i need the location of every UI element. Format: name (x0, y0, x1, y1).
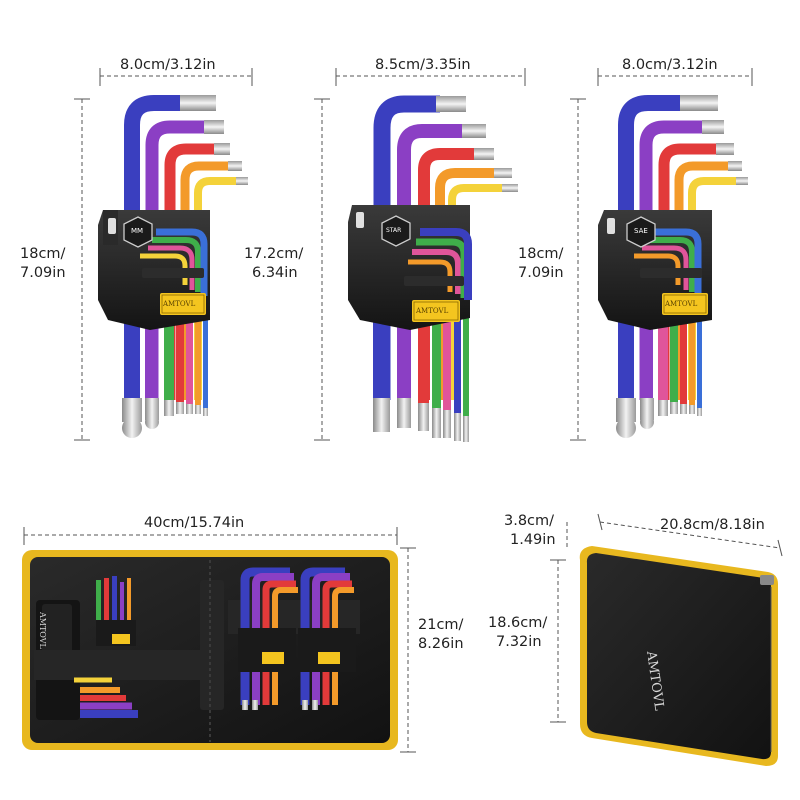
key-blue-long (124, 95, 216, 400)
brand-label (160, 293, 206, 315)
set3-height-label-line2: 7.09in (518, 265, 564, 281)
case-closed-height-label-line1: 18.6cm/ (488, 615, 548, 631)
key-yellow (194, 177, 248, 400)
key-red (658, 143, 734, 400)
case-open-height-label-line2: 8.26in (418, 636, 464, 652)
set2-width-label: 8.5cm/3.35in (375, 57, 471, 73)
hex-key-set-sae (598, 95, 748, 438)
mm-badge-icon (123, 216, 153, 248)
case-keys-left (74, 576, 138, 718)
mm-badge-text: MM (131, 227, 144, 235)
key-orange (435, 168, 512, 400)
key-red (164, 143, 230, 400)
closed-case (579, 546, 778, 766)
set1-height-label-line2: 7.09in (20, 265, 66, 281)
key-purple (397, 124, 486, 400)
dimension-lines (23, 68, 783, 753)
torx-key-set (348, 95, 518, 442)
star-badge-text: STAR (386, 227, 402, 234)
set1-height-label-line1: 18cm/ (20, 246, 66, 262)
key-yellow (688, 177, 748, 400)
case-open-width-label: 40cm/15.74in (144, 515, 245, 531)
hex-key-set-mm (98, 95, 248, 438)
case-depth-label-line2: 1.49in (510, 532, 556, 548)
key-purple (639, 120, 724, 400)
brand-label (662, 293, 708, 315)
case-open-height-label-line1: 21cm/ (418, 617, 464, 633)
case-depth-label-line1: 3.8cm/ (504, 513, 555, 529)
brand-label (412, 300, 460, 322)
star-badge-icon (381, 215, 411, 247)
brand-text-set2: AMTOVL (416, 307, 449, 315)
set1-width-label: 8.0cm/3.12in (120, 57, 216, 73)
key-red (418, 148, 494, 400)
set3-width-label: 8.0cm/3.12in (622, 57, 718, 73)
brand-text-set3: AMTOVL (665, 300, 698, 308)
set2-height-label-line2: 6.34in (252, 265, 298, 281)
set3-height-label-line1: 18cm/ (518, 246, 564, 262)
brand-text-set1: AMTOVL (163, 300, 196, 308)
key-orange (180, 161, 242, 400)
sae-badge-icon (626, 216, 656, 248)
case-keys-right (238, 567, 356, 710)
set2-height-label-line1: 17.2cm/ (244, 246, 304, 262)
key-orange (674, 161, 742, 400)
key-purple (145, 120, 224, 400)
key-blue-long (373, 95, 466, 400)
case-closed-width-label: 20.8cm/8.18in (660, 517, 765, 533)
holder-body (348, 205, 470, 330)
key-blue-long (618, 95, 718, 400)
sae-badge-text: SAE (634, 227, 648, 235)
open-case (22, 550, 398, 750)
key-yellow (448, 184, 518, 400)
brand-text-open-case: AMTOVL (38, 612, 47, 649)
case-closed-height-label-line2: 7.32in (496, 634, 542, 650)
